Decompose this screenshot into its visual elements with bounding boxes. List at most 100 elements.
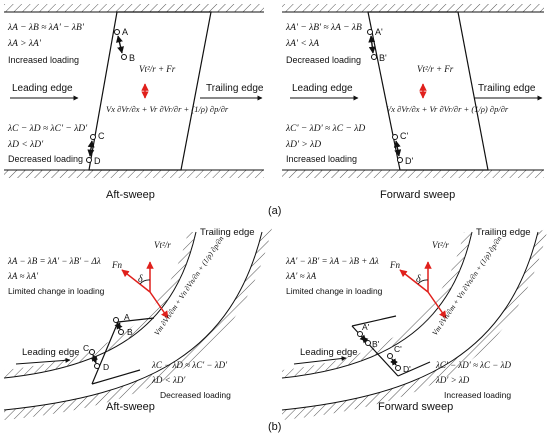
panel-a-forward-sweep: A' B' C' D' λA' − λB' ≈ λA − λB λA' < λA…: [282, 4, 544, 201]
eq-bot-1: λC' − λD' ≈ λC − λD: [285, 124, 365, 134]
cd-arrow: [393, 140, 402, 157]
force-side: Fn: [111, 260, 122, 270]
label-d: D: [103, 362, 109, 372]
point-a-prime: [357, 331, 363, 337]
force-top: Vt²/r: [432, 240, 449, 250]
delta-arc: [139, 279, 151, 285]
cd-arrow: [90, 354, 99, 364]
eq-top-1: λA − λB ≈ λA' − λB': [7, 23, 85, 33]
force-bottom: Vx ∂Vr/∂x + Vr ∂Vr/∂r + (1/ρ) ∂p/∂r: [386, 104, 509, 114]
label-b: B: [129, 53, 135, 63]
point-d: [94, 363, 100, 369]
blade-outline: [367, 11, 489, 171]
label-a-prime: A': [362, 322, 370, 332]
eq-top-2: λA' < λA: [285, 39, 319, 49]
point-a: [113, 317, 119, 323]
force-top: Vt²/r + Fr: [139, 64, 176, 74]
trailing-edge-label: Trailing edge: [200, 227, 255, 238]
fn-arrow: [399, 269, 429, 293]
label-b-prime: B': [372, 339, 380, 349]
blade-outline: [88, 11, 212, 171]
leading-arrow: [15, 357, 71, 365]
label-d-prime: D': [405, 156, 413, 166]
label-a: A: [124, 312, 130, 322]
leading-edge-label: Leading edge: [292, 83, 353, 94]
fn-arrow: [121, 269, 151, 293]
eq-top-2: λA > λA': [7, 39, 42, 49]
delta-label: δ: [416, 274, 421, 285]
label-c: C: [98, 131, 105, 141]
trailing-edge-label: Trailing edge: [478, 83, 536, 94]
caption-aft-sweep-b: Aft-sweep: [106, 401, 155, 413]
point-d-prime: [397, 157, 403, 163]
label-c: C: [83, 343, 89, 353]
eq-bot-2: λD < λD': [7, 140, 44, 150]
point-c: [90, 134, 96, 140]
hub-hatch-bottom: [282, 170, 544, 178]
eq-2: λA' ≈ λA: [285, 271, 317, 281]
pressure-arrow: [149, 291, 169, 319]
force-top: Vt²/r + Fr: [417, 64, 454, 74]
note-bot: Increased loading: [286, 154, 357, 164]
leading-arrow: [293, 356, 347, 365]
eq-top-1: λA' − λB' ≈ λA − λB: [285, 23, 362, 33]
trailing-edge-label: Trailing edge: [476, 227, 531, 238]
part-a-label: (a): [268, 205, 281, 217]
casing-hatch: [282, 228, 548, 420]
ab-arrow: [114, 322, 123, 330]
note-bot: Decreased loading: [8, 154, 83, 164]
eq-2: λA ≈ λA': [7, 271, 39, 281]
force-top: Vt²/r: [154, 240, 171, 250]
panel-b-aft-sweep: A B C D λA − λB = λA' − λB' − Δλ λA ≈ λA…: [3, 227, 272, 420]
point-c-prime: [387, 353, 393, 359]
label-a: A: [122, 27, 128, 37]
eq-bot-1: λC − λD ≈ λC' − λD': [7, 124, 88, 134]
point-a: [114, 29, 120, 35]
note-1: Limited change in loading: [286, 286, 383, 296]
casing-hatch-top: [282, 4, 544, 12]
note-2: Decreased loading: [160, 390, 231, 400]
note-1: Limited change in loading: [8, 286, 105, 296]
hub-hatch-bottom: [4, 170, 264, 178]
delta-label: δ: [138, 274, 143, 285]
force-bottom: Vx ∂Vr/∂x + Vr ∂Vr/∂r + (1/ρ) ∂p/∂r: [106, 104, 229, 114]
eq-3: λC − λD ≈ λC' − λD': [151, 360, 228, 370]
blade-outline: [91, 317, 155, 385]
leading-edge-label: Leading edge: [12, 83, 73, 94]
point-a-prime: [367, 29, 373, 35]
caption-forward-sweep: Forward sweep: [380, 189, 455, 201]
label-a-prime: A': [375, 27, 383, 37]
panel-a-aft-sweep: A B C D λA − λB ≈ λA' − λB' λA > λA' Inc…: [4, 4, 264, 201]
part-b-label: (b): [268, 421, 281, 433]
label-c-prime: C': [400, 131, 408, 141]
point-c: [89, 349, 95, 355]
label-c-prime: C': [394, 344, 402, 354]
leading-edge-label: Leading edge: [22, 347, 80, 358]
cd-arrow: [87, 140, 95, 157]
label-b: B: [127, 327, 133, 337]
delta-arc: [417, 279, 429, 285]
point-b-prime: [365, 340, 371, 346]
trailing-edge-label: Trailing edge: [206, 83, 264, 94]
force-side: Fn: [389, 260, 400, 270]
label-b-prime: B': [379, 53, 387, 63]
caption-forward-sweep-b: Forward sweep: [378, 401, 453, 413]
eq-3: λC' − λD' ≈ λC − λD: [435, 360, 512, 370]
ab-arrow: [359, 334, 369, 344]
point-d-prime: [395, 365, 401, 371]
label-d: D: [94, 156, 101, 166]
hub-hatch: [282, 232, 472, 378]
point-b: [118, 329, 124, 335]
ab-arrow: [116, 35, 124, 54]
hub-hatch: [4, 232, 196, 378]
casing-line: [3, 231, 263, 411]
note-2: Increased loading: [444, 390, 511, 400]
point-b-prime: [371, 54, 377, 60]
eq-4: λD' > λD: [435, 375, 470, 385]
eq-bot-2: λD' > λD: [285, 140, 321, 150]
eq-1: λA − λB = λA' − λB' − Δλ: [7, 256, 101, 266]
casing-hatch-top: [4, 4, 264, 12]
point-c-prime: [392, 134, 398, 140]
leading-edge-label: Leading edge: [300, 347, 358, 358]
